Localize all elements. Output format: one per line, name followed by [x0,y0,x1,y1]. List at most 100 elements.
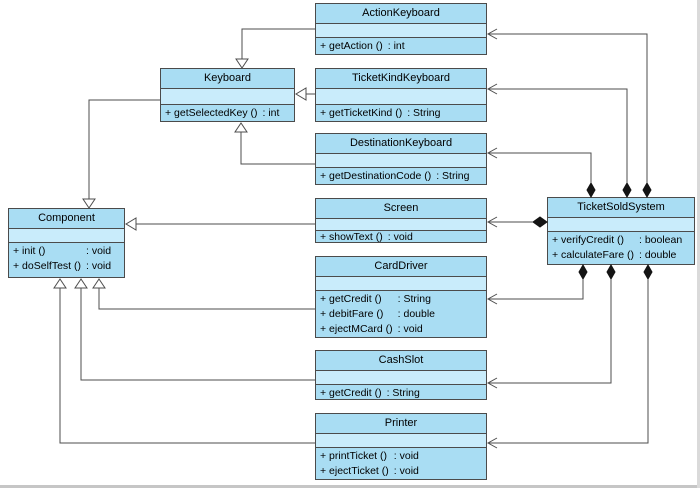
hollow-triangle-icon [234,122,248,133]
generalization-keyboard-to-component[interactable] [82,99,160,209]
class-component[interactable]: Component + init (): void + doSelfTest (… [8,208,125,278]
methods-compartment: + getAction (): int [316,38,486,54]
composition-ticketsoldsystem-to-screen[interactable] [486,216,548,228]
composition-ticketsoldsystem-to-ticketkindkeyboard[interactable] [486,83,632,199]
method-type: : double [397,308,436,320]
method-name: + getCredit () [320,293,382,305]
composition-ticketsoldsystem-to-cashslot[interactable] [486,263,616,389]
method-type: : void [86,245,112,257]
attributes-compartment [161,89,294,105]
composition-ticketsoldsystem-to-printer[interactable] [486,263,653,449]
method-name: + showText () [320,231,383,242]
class-title: TicketSoldSystem [548,198,694,218]
generalization-cashslot-to-component[interactable] [74,278,315,381]
method-type: : boolean [639,234,683,246]
methods-compartment: + getCredit () : String [316,385,486,399]
methods-compartment: + getCredit () : String + debitFare () : d… [316,291,486,337]
class-carddriver[interactable]: CardDriver + getCredit () : String + debi… [315,256,487,338]
method-name: + ejectTicket () [320,465,389,477]
methods-compartment: + getSelectedKey () : int [161,105,294,121]
attributes-compartment [316,219,486,231]
filled-diamond-icon [532,216,548,228]
attributes-compartment [316,371,486,385]
hollow-triangle-icon [235,58,249,69]
open-arrow-icon [486,147,498,159]
method-type: : void [397,323,423,335]
generalization-screen-to-component[interactable] [125,217,315,231]
hollow-triangle-icon [92,278,106,289]
method-name: + getDestinationCode () [320,170,432,182]
class-title: Component [9,209,124,229]
open-arrow-icon [486,437,498,449]
class-title: Screen [316,199,486,219]
open-arrow-icon [486,293,498,305]
method-name: + ejectMCard () [320,323,393,335]
method-type: : String [407,107,441,119]
generalization-ticketkindkeyboard-to-keyboard[interactable] [295,87,315,101]
class-keyboard[interactable]: Keyboard + getSelectedKey () : int [160,68,295,122]
method-type: : void [86,260,112,272]
attributes-compartment [316,24,486,38]
method-name: + verifyCredit () [552,234,625,246]
composition-ticketsoldsystem-to-actionkeyboard[interactable] [486,28,652,199]
generalization-printer-to-component[interactable] [53,278,315,444]
attributes-compartment [316,277,486,291]
attributes-compartment [316,154,486,168]
class-screen[interactable]: Screen + showText () : void [315,198,487,243]
hollow-triangle-icon [295,87,307,101]
methods-compartment: + verifyCredit () : boolean + calculateFa… [548,232,694,264]
methods-compartment: + getDestinationCode () : String [316,168,486,184]
filled-diamond-icon [578,263,588,281]
method-name: + getCredit () [320,387,382,399]
open-arrow-icon [486,83,498,95]
method-type: : double [639,249,677,261]
open-arrow-icon [486,28,498,40]
window-edge-right [697,0,700,488]
class-title: CashSlot [316,351,486,371]
attributes-compartment [548,218,694,232]
methods-compartment: + printTicket (): void + ejectTicket ():… [316,448,486,479]
filled-diamond-icon [642,181,652,199]
generalization-actionkeyboard-to-keyboard[interactable] [235,28,315,69]
hollow-triangle-icon [82,198,96,209]
class-title: CardDriver [316,257,486,277]
attributes-compartment [316,89,486,105]
class-ticketsoldsystem[interactable]: TicketSoldSystem + verifyCredit () : bool… [547,197,695,265]
class-actionkeyboard[interactable]: ActionKeyboard + getAction (): int [315,3,487,55]
method-type: : int [262,107,280,119]
method-name: + debitFare () [320,308,384,320]
class-title: DestinationKeyboard [316,134,486,154]
class-title: Keyboard [161,69,294,89]
hollow-triangle-icon [53,278,67,289]
method-type: : void [393,465,419,477]
method-type: : String [397,293,431,305]
class-destinationkeyboard[interactable]: DestinationKeyboard + getDestinationCode… [315,133,487,185]
filled-diamond-icon [606,263,616,281]
generalization-carddriver-to-component[interactable] [92,278,315,310]
class-ticketkindkeyboard[interactable]: TicketKindKeyboard + getTicketKind () : S… [315,68,487,122]
class-cashslot[interactable]: CashSlot + getCredit () : String [315,350,487,400]
method-type: : void [387,231,413,242]
composition-ticketsoldsystem-to-carddriver[interactable] [486,263,588,305]
open-arrow-icon [486,377,498,389]
class-printer[interactable]: Printer + printTicket (): void + ejectTi… [315,413,487,480]
methods-compartment: + showText () : void [316,231,486,242]
class-title: Printer [316,414,486,434]
method-type: : String [386,387,420,399]
method-type: : String [436,170,470,182]
attributes-compartment [316,434,486,448]
window-edge-bottom [0,485,700,488]
methods-compartment: + getTicketKind () : String [316,105,486,121]
method-name: + getSelectedKey () [165,107,258,119]
filled-diamond-icon [622,181,632,199]
method-name: + getTicketKind () [320,107,403,119]
method-type: : void [393,450,419,462]
method-name: + calculateFare () [552,249,634,261]
class-title: ActionKeyboard [316,4,486,24]
composition-ticketsoldsystem-to-destinationkeyboard[interactable] [486,147,596,199]
generalization-destinationkeyboard-to-keyboard[interactable] [234,122,315,165]
attributes-compartment [9,229,124,243]
hollow-triangle-icon [74,278,88,289]
class-title: TicketKindKeyboard [316,69,486,89]
